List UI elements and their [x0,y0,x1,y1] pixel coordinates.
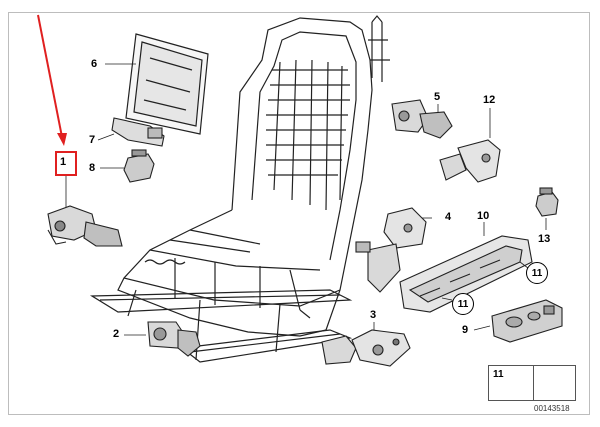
label-8: 8 [89,162,96,174]
part-2-motor [124,321,201,357]
reference-box: 11 [488,365,576,401]
diagram-frame [8,12,590,415]
label-10: 10 [477,210,490,222]
part-12-link [439,108,501,183]
label-12: 12 [483,94,496,106]
part-1-motor [47,176,123,247]
label-7: 7 [89,134,96,146]
label-13: 13 [538,233,551,245]
label-3: 3 [370,309,377,321]
label-11a-text: 11 [457,298,469,310]
label-4: 4 [445,211,452,223]
pointer-arrow [37,14,67,146]
reference-part-number: 11 [493,369,504,380]
label-11-circle-b: 11 [526,262,548,284]
label-2: 2 [113,328,120,340]
part-9-switch [473,299,563,343]
part-7-bracket [97,117,165,147]
part-6-backrest-panel [105,33,209,135]
label-11b-text: 11 [531,267,543,279]
part-1-highlight-box [55,151,77,176]
part-8-connector [100,149,155,183]
part-13-connector [535,187,559,230]
seat-frame [89,15,390,363]
reference-divider [533,366,534,400]
part-4-motor [355,207,432,293]
part-3-motor [321,322,411,367]
leader-11a [441,297,453,301]
label-11-circle-a: 11 [452,293,474,315]
part-5-motor [391,99,453,139]
label-5: 5 [434,91,441,103]
document-id: 00143518 [534,404,570,413]
label-6: 6 [91,58,98,70]
label-1: 1 [60,156,67,168]
label-9: 9 [462,324,469,336]
